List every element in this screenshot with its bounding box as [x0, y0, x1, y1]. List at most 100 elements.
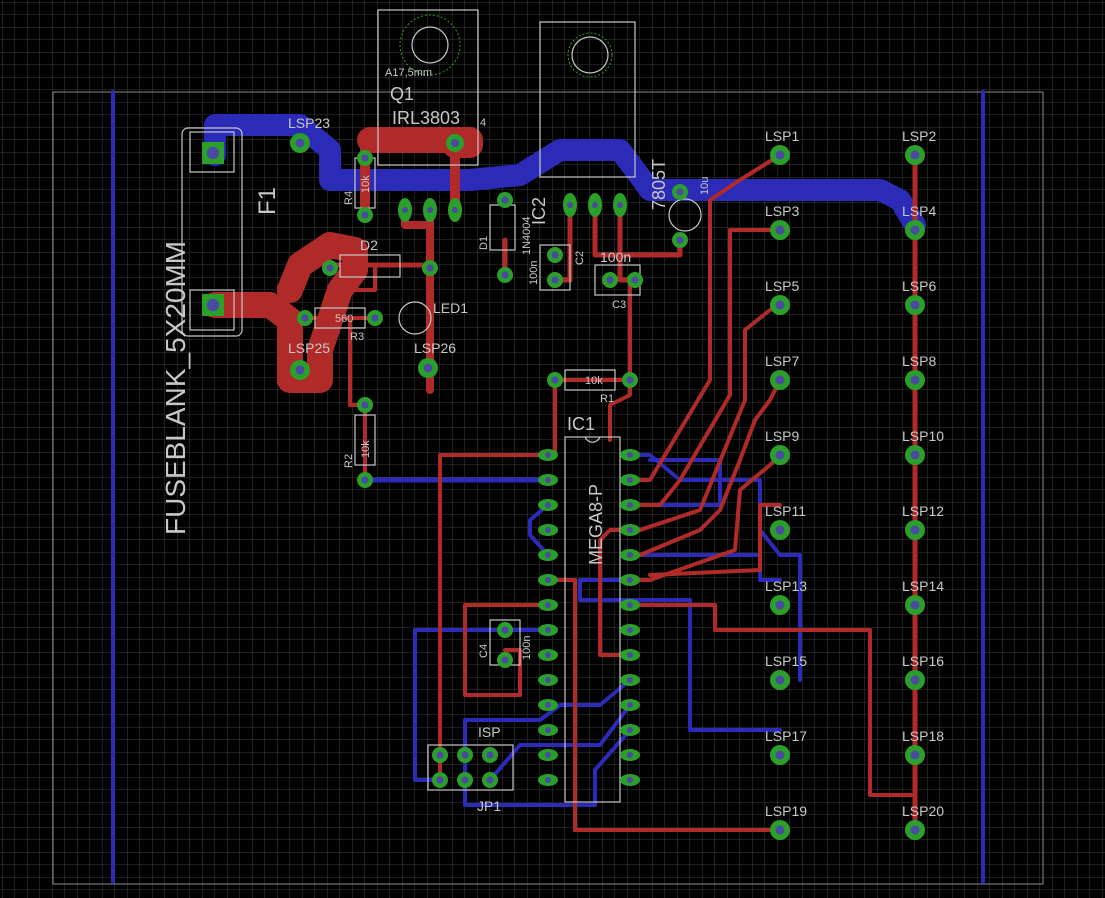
- lsp-pad-left-1-drill: [775, 225, 785, 235]
- ic1-left-pin-4-drill: [545, 552, 551, 558]
- passive-pad-15-drill: [361, 476, 369, 484]
- isp-pad-top-drill: [486, 751, 494, 759]
- ic1-right-pin-0-drill: [627, 452, 633, 458]
- ic1-right-pin-7-drill: [627, 627, 633, 633]
- lsp-pad-right-1-drill: [910, 225, 920, 235]
- passive-pad-9-drill: [426, 264, 434, 272]
- passive-pad-13-drill: [626, 376, 634, 384]
- lsp19-label: LSP19: [765, 803, 807, 819]
- pads-layer: [202, 133, 925, 840]
- lsp5-label: LSP5: [765, 278, 799, 294]
- q1-pin-1-drill: [427, 207, 433, 213]
- lsp-pad-right-7-drill: [910, 675, 920, 685]
- ic1-left-pin-0-drill: [545, 452, 551, 458]
- isp-pad-bottom-drill: [486, 776, 494, 784]
- ic1-left-pin-5-drill: [545, 577, 551, 583]
- isp-pad-top-drill: [436, 751, 444, 759]
- d2-name-label: D2: [360, 237, 378, 253]
- ic1-name-label: IC1: [567, 414, 595, 434]
- lsp-pad-right-0-drill: [910, 150, 920, 160]
- fuse-name: F1: [254, 187, 281, 215]
- ic1-left-pin-8-drill: [545, 652, 551, 658]
- lsp-pad-left-0-drill: [775, 150, 785, 160]
- c4-name-label: C4: [478, 644, 490, 658]
- ic1-left-pin-12-drill: [545, 752, 551, 758]
- lsp10-label: LSP10: [902, 428, 944, 444]
- c3-value-label: 100n: [600, 249, 631, 265]
- q1-pin-0-drill: [402, 207, 408, 213]
- passive-pad-2-drill: [501, 196, 509, 204]
- ic1-left-pin-11-drill: [545, 727, 551, 733]
- lsp-pad-left-8-drill: [775, 750, 785, 760]
- lsp25-label: LSP25: [288, 340, 330, 356]
- lsp-pad-left-5-drill: [775, 525, 785, 535]
- passive-pad-6-drill: [606, 276, 614, 284]
- lsp15-label: LSP15: [765, 653, 807, 669]
- ic1-left-pin-1-drill: [545, 477, 551, 483]
- c2-value-label: 100n: [528, 261, 540, 285]
- c-10u-label: 10u: [699, 177, 711, 195]
- q1-package-label: A17,5mm: [385, 67, 432, 79]
- lsp23-pad-drill: [295, 138, 305, 148]
- lsp23-label: LSP23: [288, 115, 330, 131]
- q1-pin-2-drill: [452, 207, 458, 213]
- ic2-pin-0-drill: [567, 202, 573, 208]
- ic2-name-label: IC2: [529, 197, 549, 225]
- lsp-pad-right-6-drill: [910, 600, 920, 610]
- c2-name-label: C2: [574, 251, 586, 265]
- ic2-pin-2-drill: [617, 202, 623, 208]
- passive-pad-8-drill: [326, 264, 334, 272]
- isp-pad-bottom-drill: [461, 776, 469, 784]
- ic1-right-pin-6-drill: [627, 602, 633, 608]
- ic1-left-pin-3-drill: [545, 527, 551, 533]
- q1-mounting-hole: [399, 14, 461, 76]
- ic2-mounting-hole: [567, 32, 613, 78]
- ic1-right-pin-10-drill: [627, 702, 633, 708]
- lsp20-label: LSP20: [902, 803, 944, 819]
- ic1-right-pin-4-drill: [627, 552, 633, 558]
- c3-name-label: C3: [612, 299, 626, 311]
- lsp-pad-right-8-drill: [910, 750, 920, 760]
- passive-pad-4-drill: [551, 251, 559, 259]
- lsp-pad-left-7-drill: [775, 675, 785, 685]
- lsp6-label: LSP6: [902, 278, 936, 294]
- q1-part-label: IRL3803: [392, 108, 460, 128]
- lsp-pad-right-5-drill: [910, 525, 920, 535]
- lsp-pad-right-3-drill: [910, 375, 920, 385]
- silkscreen-layer: [181, 9, 702, 803]
- r1-value-label: 10k: [585, 375, 603, 387]
- ic1-right-pin-5-drill: [627, 577, 633, 583]
- c4-value-label: 100n: [521, 636, 533, 660]
- fuse-pad-2-drill: [206, 298, 220, 312]
- lsp26-pad-drill: [423, 363, 433, 373]
- lsp11-label: LSP11: [765, 503, 806, 519]
- r2-name-label: R2: [343, 454, 355, 468]
- ic2-pin-1-drill: [592, 202, 598, 208]
- lsp-pad-right-2-drill: [910, 300, 920, 310]
- fuse-pad-1-drill: [206, 146, 220, 160]
- passive-pad-10-drill: [301, 314, 309, 322]
- lsp12-label: LSP12: [902, 503, 944, 519]
- q1-name-label: Q1: [390, 84, 414, 104]
- passive-pad-16-drill: [501, 626, 509, 634]
- r4-value-label: 10k: [360, 175, 372, 193]
- top-copper-layer: [202, 127, 918, 833]
- lsp-pad-left-3-drill: [775, 375, 785, 385]
- passive-pad-1-drill: [361, 211, 369, 219]
- ic1-right-pin-13-drill: [627, 777, 633, 783]
- lsp17-label: LSP17: [765, 728, 807, 744]
- lsp25-pad-drill: [295, 365, 305, 375]
- passive-pad-0-drill: [361, 154, 369, 162]
- lsp16-label: LSP16: [902, 653, 944, 669]
- isp-pad-top-drill: [461, 751, 469, 759]
- r3-value-label: 560: [335, 313, 353, 325]
- lsp14-label: LSP14: [902, 578, 944, 594]
- passive-pad-19-drill: [676, 236, 684, 244]
- lsp26-label: LSP26: [414, 340, 456, 356]
- passive-pad-7-drill: [631, 276, 639, 284]
- lsp3-label: LSP3: [765, 203, 799, 219]
- lsp-pad-right-9-drill: [910, 825, 920, 835]
- isp-label: ISP: [478, 724, 501, 740]
- passive-pad-11-drill: [371, 314, 379, 322]
